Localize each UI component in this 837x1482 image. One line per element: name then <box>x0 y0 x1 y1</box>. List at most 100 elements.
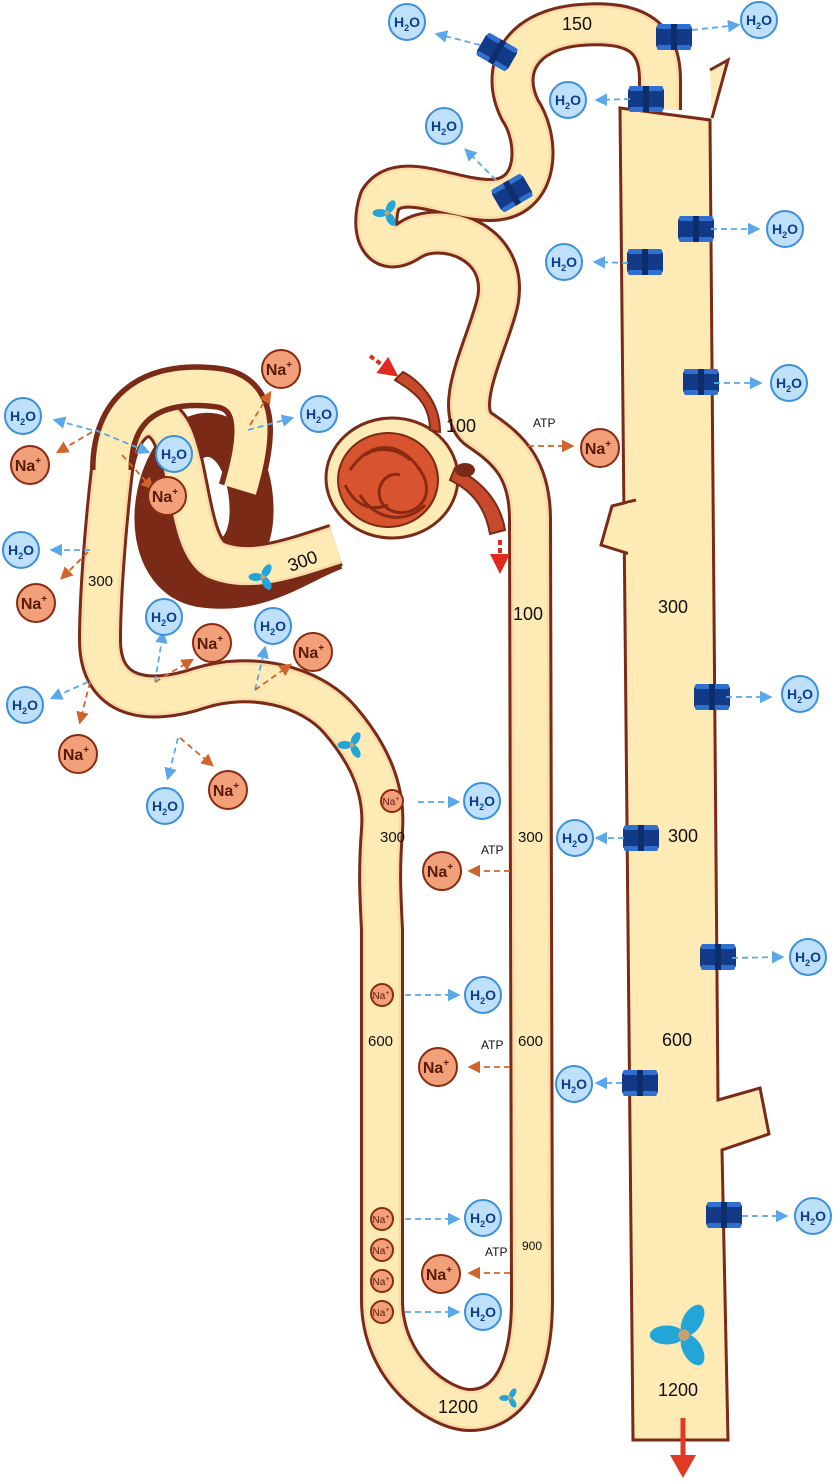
water-molecule: H2O <box>464 976 502 1014</box>
osm-100-asc-label: 100 <box>513 604 543 624</box>
sodium-ion: Na+ <box>147 476 187 516</box>
svg-text:Na+: Na+ <box>63 745 89 764</box>
sodium-ion: Na+ <box>370 1269 394 1293</box>
svg-text:Na+: Na+ <box>585 439 611 458</box>
water-molecule: H2O <box>794 1197 832 1235</box>
water-molecule: H2O <box>556 819 594 857</box>
osm-1200-loop-label: 1200 <box>438 1397 478 1417</box>
atp-labels: ATP ATP ATP ATP <box>481 416 555 1259</box>
svg-text:H2O: H2O <box>772 221 798 240</box>
svg-text:H2O: H2O <box>470 1304 496 1323</box>
osm-600-cd-label: 600 <box>662 1030 692 1050</box>
atp-label: ATP <box>481 843 503 857</box>
transport-arrows <box>49 19 789 1319</box>
osm-300-cd-mid-label: 300 <box>668 826 698 846</box>
water-molecule: H2O <box>463 782 501 820</box>
svg-text:H2O: H2O <box>555 92 581 111</box>
collecting-duct <box>599 56 771 1442</box>
aquaporin-icon <box>694 684 730 710</box>
atp-label: ATP <box>485 1245 507 1259</box>
svg-text:H2O: H2O <box>795 949 821 968</box>
sodium-ion: Na+ <box>10 445 50 485</box>
svg-text:H2O: H2O <box>561 1076 587 1095</box>
svg-text:Na+: Na+ <box>373 1276 390 1288</box>
nephron-tubule <box>78 2 682 1432</box>
svg-text:H2O: H2O <box>776 375 802 394</box>
aquaporin-icon <box>656 24 692 50</box>
aquaporin-icon <box>627 249 663 275</box>
osm-1200-cd-label: 1200 <box>658 1380 698 1400</box>
water-molecule: H2O <box>555 1065 593 1103</box>
svg-text:H2O: H2O <box>260 618 286 637</box>
svg-text:H2O: H2O <box>10 408 36 427</box>
water-molecule: H2O <box>464 1293 502 1331</box>
sodium-ion: Na+ <box>58 734 98 774</box>
svg-text:Na+: Na+ <box>423 1058 449 1077</box>
osmolarity-labels: 150 100 300 300 100 300 300 300 300 600 … <box>88 14 698 1417</box>
sodium-ion: Na+ <box>418 1047 458 1087</box>
svg-text:H2O: H2O <box>800 1208 826 1227</box>
svg-text:Na+: Na+ <box>15 456 41 475</box>
svg-text:H2O: H2O <box>152 798 178 817</box>
aquaporin-icon <box>700 944 736 970</box>
aquaporin-icon <box>706 1202 742 1228</box>
svg-text:Na+: Na+ <box>427 862 453 881</box>
sodium-ion: Na+ <box>370 983 394 1007</box>
osm-300-cd-top-label: 300 <box>658 597 688 617</box>
svg-text:H2O: H2O <box>431 118 457 137</box>
sodium-ion: Na+ <box>208 770 248 810</box>
water-molecule: H2O <box>549 81 587 119</box>
svg-text:H2O: H2O <box>151 609 177 628</box>
svg-text:Na+: Na+ <box>21 594 47 613</box>
svg-text:H2O: H2O <box>8 542 34 561</box>
aquaporin-icon <box>628 86 664 112</box>
aquaporin-icon <box>622 1070 658 1096</box>
atp-label: ATP <box>533 416 555 430</box>
svg-text:H2O: H2O <box>394 14 420 33</box>
water-molecule: H2O <box>6 686 44 724</box>
svg-text:H2O: H2O <box>161 446 187 465</box>
blood-flow-arrows <box>368 354 510 574</box>
svg-text:Na+: Na+ <box>373 1214 390 1226</box>
sodium-ion: Na+ <box>370 1207 394 1231</box>
sodium-ion: Na+ <box>16 583 56 623</box>
water-molecule: H2O <box>146 787 184 825</box>
water-molecule: H2O <box>770 364 808 402</box>
sodium-ion: Na+ <box>370 1238 394 1262</box>
water-molecule: H2O <box>145 598 183 636</box>
svg-text:Na+: Na+ <box>426 1265 452 1284</box>
aquaporin-icon <box>623 825 659 851</box>
water-molecule: H2O <box>766 210 804 248</box>
osm-300-asc-label: 300 <box>518 829 543 846</box>
water-molecule: H2O <box>789 938 827 976</box>
svg-text:Na+: Na+ <box>152 487 178 506</box>
svg-text:H2O: H2O <box>551 254 577 273</box>
glomerulus <box>324 370 507 540</box>
svg-text:H2O: H2O <box>787 686 813 705</box>
osm-600-desc-label: 600 <box>368 1033 393 1050</box>
svg-text:Na+: Na+ <box>213 781 239 800</box>
svg-text:H2O: H2O <box>306 406 332 425</box>
svg-text:Na+: Na+ <box>373 1245 390 1257</box>
water-molecule: H2O <box>155 435 193 473</box>
sodium-ion: Na+ <box>421 1254 461 1294</box>
water-molecule: H2O <box>425 107 463 145</box>
svg-text:H2O: H2O <box>469 793 495 812</box>
sodium-ion: Na+ <box>370 1300 394 1324</box>
osm-300-left-label: 300 <box>88 573 113 590</box>
svg-text:Na+: Na+ <box>197 634 223 653</box>
svg-text:Na+: Na+ <box>298 643 324 662</box>
sodium-ion: Na+ <box>422 851 462 891</box>
flow-icons <box>248 200 705 1408</box>
svg-text:H2O: H2O <box>470 1210 496 1229</box>
osm-100-glom-label: 100 <box>446 416 476 436</box>
flow-propeller-icon <box>649 1304 705 1366</box>
svg-text:H2O: H2O <box>562 830 588 849</box>
svg-text:H2O: H2O <box>470 987 496 1006</box>
aquaporin-icon <box>491 173 533 213</box>
sodium-ion: Na+ <box>293 632 333 672</box>
svg-text:Na+: Na+ <box>373 990 390 1002</box>
atp-label: ATP <box>481 1038 503 1052</box>
flow-propeller-icon <box>248 564 272 590</box>
